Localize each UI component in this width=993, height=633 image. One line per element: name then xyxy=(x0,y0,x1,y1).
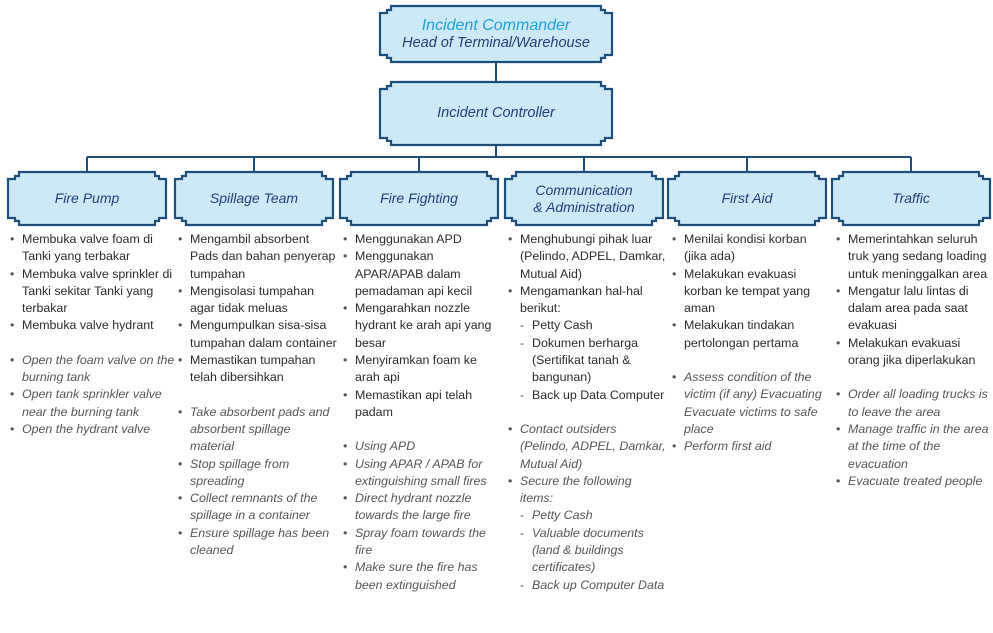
duties-english: Using APDUsing APAR / APAB for extinguis… xyxy=(341,438,503,594)
box-outline xyxy=(378,80,614,147)
duties-indonesian: Memerintahkan seluruh truk yang sedang l… xyxy=(834,231,993,369)
duty-item: Menggunakan APD xyxy=(341,231,503,249)
box-outline xyxy=(666,170,828,227)
box-outline xyxy=(378,4,614,64)
team-title: Fire Fighting xyxy=(380,190,458,206)
team-title: Fire Pump xyxy=(54,190,120,206)
duties-english: Contact outsiders (Pelindo, ADPEL, Damka… xyxy=(506,421,666,594)
duty-item: Make sure the fire has been extinguished xyxy=(341,559,503,594)
team-box-5: Traffic xyxy=(830,170,992,227)
duty-item: Memerintahkan seluruh truk yang sedang l… xyxy=(834,231,993,283)
box-shape xyxy=(830,170,992,227)
duty-item: Secure the following items: xyxy=(506,473,666,508)
team-box-3: Communication& Administration xyxy=(503,170,665,227)
duty-item: Dokumen berharga (Sertifikat tanah & ban… xyxy=(506,335,666,387)
duty-item: Melakukan tindakan pertolongan pertama xyxy=(670,317,832,352)
box-outline xyxy=(173,170,335,227)
duty-item: Evacuate treated people xyxy=(834,473,993,491)
duty-item: Assess condition of the victim (if any) … xyxy=(670,369,832,438)
duty-item: Stop spillage from spreading xyxy=(176,456,338,491)
team-title: First Aid xyxy=(721,190,773,206)
duty-item: Membuka valve sprinkler di Tanki sekitar… xyxy=(8,266,176,318)
duties-english: Open the foam valve on the burning tankO… xyxy=(8,352,176,439)
duty-item: Menyiramkan foam ke arah api xyxy=(341,352,503,387)
duty-item: Mengarahkan nozzle hydrant ke arah api y… xyxy=(341,300,503,352)
team-duties-0: Membuka valve foam di Tanki yang terbaka… xyxy=(8,231,176,439)
duty-item: Menilai kondisi korban (jika ada) xyxy=(670,231,832,266)
duty-item: Contact outsiders (Pelindo, ADPEL, Damka… xyxy=(506,421,666,473)
box-outline xyxy=(338,170,500,227)
duty-item: Collect remnants of the spillage in a co… xyxy=(176,490,338,525)
duty-item: Melakukan evakuasi korban ke tempat yang… xyxy=(670,266,832,318)
duty-item: Using APAR / APAB for extinguishing smal… xyxy=(341,456,503,491)
duty-item: Perform first aid xyxy=(670,438,832,456)
duty-item: Open the foam valve on the burning tank xyxy=(8,352,176,387)
box-shape xyxy=(173,170,335,227)
duty-item: Take absorbent pads and absorbent spilla… xyxy=(176,404,338,456)
duty-item: Melakukan evakuasi orang jika diperlakuk… xyxy=(834,335,993,370)
duty-item: Mengambil absorbent Pads dan bahan penye… xyxy=(176,231,338,283)
incident-commander-box: Incident Commander Head of Terminal/Ware… xyxy=(378,4,614,64)
box-shape xyxy=(338,170,500,227)
duty-item: Mengisolasi tumpahan agar tidak meluas xyxy=(176,283,338,318)
duty-item: Membuka valve hydrant xyxy=(8,317,176,335)
duty-item: Back up Computer Data xyxy=(506,577,666,595)
duties-english: Take absorbent pads and absorbent spilla… xyxy=(176,404,338,560)
box-shape xyxy=(666,170,828,227)
duty-item: Petty Cash xyxy=(506,507,666,525)
box-outline xyxy=(503,170,665,227)
incident-commander-title: Incident Commander xyxy=(421,17,571,34)
team-duties-4: Menilai kondisi korban (jika ada)Melakuk… xyxy=(670,231,832,456)
duty-item: Menghubungi pihak luar (Pelindo, ADPEL, … xyxy=(506,231,666,283)
duty-item: Membuka valve foam di Tanki yang terbaka… xyxy=(8,231,176,266)
duties-indonesian: Menggunakan APDMenggunakan APAR/APAB dal… xyxy=(341,231,503,421)
duty-item: Memastikan api telah padam xyxy=(341,387,503,422)
team-title: Traffic xyxy=(892,190,930,206)
team-title-line: Communication xyxy=(535,181,633,198)
incident-commander-subtitle: Head of Terminal/Warehouse xyxy=(402,35,590,51)
team-box-0: Fire Pump xyxy=(6,170,168,227)
duty-item: Open tank sprinkler valve near the burni… xyxy=(8,386,176,421)
box-shape xyxy=(378,80,614,147)
duty-item: Using APD xyxy=(341,438,503,456)
duties-indonesian: Menghubungi pihak luar (Pelindo, ADPEL, … xyxy=(506,231,666,404)
duty-item: Menggunakan APAR/APAB dalam pemadaman ap… xyxy=(341,248,503,300)
duty-item: Back up Data Computer xyxy=(506,387,666,405)
team-box-2: Fire Fighting xyxy=(338,170,500,227)
team-duties-2: Menggunakan APDMenggunakan APAR/APAB dal… xyxy=(341,231,503,594)
duty-item: Spray foam towards the fire xyxy=(341,525,503,560)
duties-indonesian: Menilai kondisi korban (jika ada)Melakuk… xyxy=(670,231,832,352)
team-box-1: Spillage Team xyxy=(173,170,335,227)
duty-item: Memastikan tumpahan telah dibersihkan xyxy=(176,352,338,387)
box-outline xyxy=(6,170,168,227)
incident-controller-box: Incident Controller xyxy=(378,80,614,147)
team-duties-1: Mengambil absorbent Pads dan bahan penye… xyxy=(176,231,338,559)
team-duties-5: Memerintahkan seluruh truk yang sedang l… xyxy=(834,231,993,490)
team-box-4: First Aid xyxy=(666,170,828,227)
duty-item: Mengumpulkan sisa-sisa tumpahan dalam co… xyxy=(176,317,338,352)
duty-item: Order all loading trucks is to leave the… xyxy=(834,386,993,421)
duty-item: Petty Cash xyxy=(506,317,666,335)
box-shape xyxy=(503,170,665,227)
duty-item: Ensure spillage has been cleaned xyxy=(176,525,338,560)
team-title-line: & Administration xyxy=(533,198,635,215)
box-shape xyxy=(6,170,168,227)
duty-item: Direct hydrant nozzle towards the large … xyxy=(341,490,503,525)
duty-item: Mengamankan hal-hal berikut: xyxy=(506,283,666,318)
duties-indonesian: Mengambil absorbent Pads dan bahan penye… xyxy=(176,231,338,387)
box-outline xyxy=(830,170,992,227)
duties-indonesian: Membuka valve foam di Tanki yang terbaka… xyxy=(8,231,176,335)
team-duties-3: Menghubungi pihak luar (Pelindo, ADPEL, … xyxy=(506,231,666,594)
duty-item: Valuable documents (land & buildings cer… xyxy=(506,525,666,577)
incident-controller-title: Incident Controller xyxy=(437,105,555,121)
duties-english: Order all loading trucks is to leave the… xyxy=(834,386,993,490)
duty-item: Open the hydrant valve xyxy=(8,421,176,439)
team-title: Spillage Team xyxy=(209,190,299,206)
duty-item: Manage traffic in the area at the time o… xyxy=(834,421,993,473)
box-shape xyxy=(378,4,614,64)
duties-english: Assess condition of the victim (if any) … xyxy=(670,369,832,456)
duty-item: Mengatur lalu lintas di dalam area pada … xyxy=(834,283,993,335)
